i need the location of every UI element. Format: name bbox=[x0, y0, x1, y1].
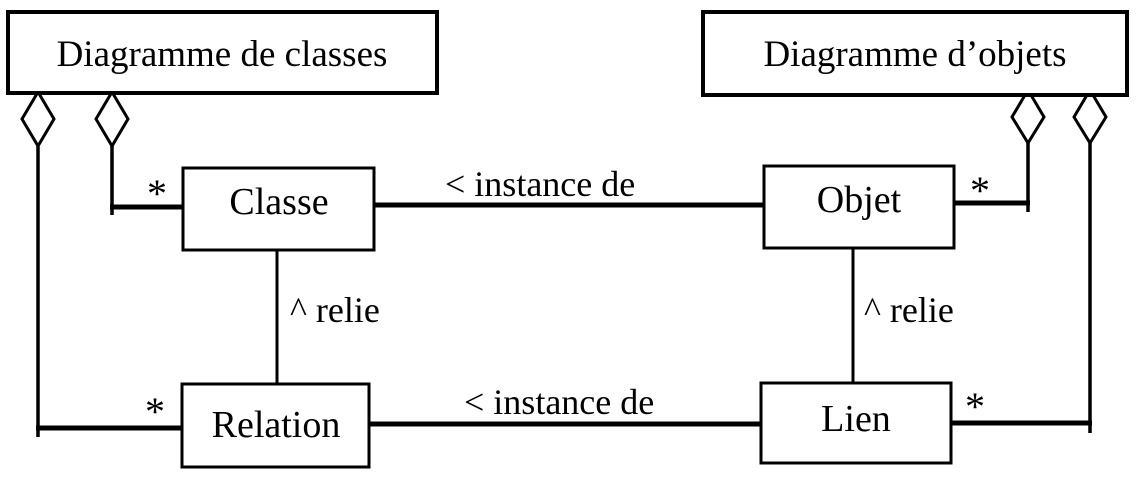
multiplicity-labels: * * * * bbox=[145, 168, 990, 434]
node-label-classe: Classe bbox=[229, 181, 328, 223]
connector-lines bbox=[36, 141, 1092, 437]
edge-label-instance-de-bottom: < instance de bbox=[464, 382, 654, 422]
node-box-lien bbox=[759, 381, 953, 465]
node-box-objet bbox=[762, 164, 956, 250]
node-box-class-diagram bbox=[6, 10, 439, 95]
node-box-classe bbox=[181, 166, 376, 252]
multiplicity-objet: * bbox=[970, 168, 990, 213]
node-label-class-diagram: Diagramme de classes bbox=[57, 34, 388, 75]
edge-labels: < instance de < instance de ^ relie ^ re… bbox=[290, 164, 954, 422]
multiplicity-classe: * bbox=[147, 171, 167, 216]
node-label-lien: Lien bbox=[821, 398, 891, 440]
aggregation-diamond-icon bbox=[94, 89, 130, 149]
aggregation-diamond-icon bbox=[20, 89, 56, 149]
node-label-relation: Relation bbox=[212, 404, 341, 446]
edge-label-instance-de-top: < instance de bbox=[445, 164, 635, 204]
edge-label-relie-right: ^ relie bbox=[864, 290, 954, 330]
multiplicity-relation: * bbox=[145, 389, 165, 434]
multiplicity-lien: * bbox=[965, 384, 985, 429]
aggregation-diamond-icon bbox=[1010, 87, 1046, 146]
aggregation-diamonds bbox=[20, 87, 1108, 149]
node-box-object-diagram bbox=[701, 10, 1129, 97]
aggregation-diamond-icon bbox=[1072, 87, 1108, 146]
node-label-object-diagram: Diagramme d’objets bbox=[763, 34, 1066, 75]
node-box-relation bbox=[180, 382, 371, 469]
edge-label-relie-left: ^ relie bbox=[290, 290, 380, 330]
node-label-objet: Objet bbox=[817, 179, 902, 221]
nodes: Diagramme de classes Diagramme d’objets … bbox=[6, 10, 1129, 469]
